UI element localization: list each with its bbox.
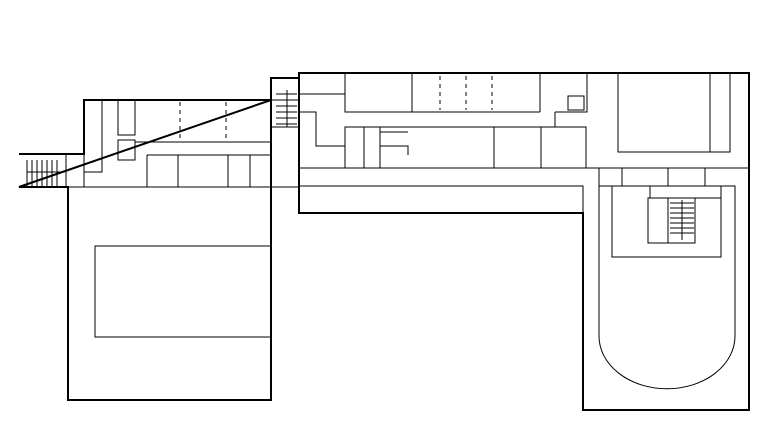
left-hall-inner: [94, 245, 272, 338]
left-stair-icon: [26, 160, 62, 187]
connector-stair-icon: [276, 90, 297, 127]
right-wing: [299, 74, 749, 390]
right-corridor-walls: [299, 167, 749, 213]
right-stair-block: [611, 168, 722, 258]
left-wing: [18, 72, 750, 411]
connector: [271, 90, 299, 188]
right-stair-icon: [670, 200, 694, 240]
left-wing-outline: [18, 72, 750, 411]
